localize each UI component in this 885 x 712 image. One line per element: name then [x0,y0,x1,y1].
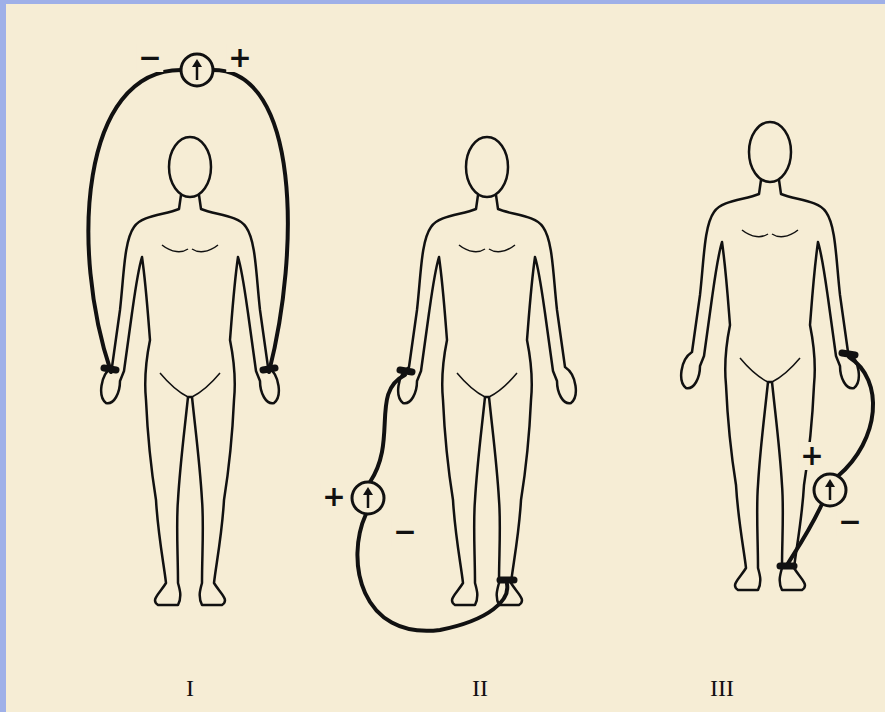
lead-number: I [184,676,196,700]
polarity-sign: − [836,508,863,536]
human-figure [681,122,859,590]
polarity-sign: + [320,483,347,511]
galvanometer [814,474,846,506]
polarity-sign: − [391,518,418,546]
lead-number: II [470,676,490,700]
polarity-sign: + [798,442,825,470]
human-figure [101,137,279,605]
polarity-sign: − [136,44,163,72]
lead-number: III [708,676,736,700]
polarity-sign: + [226,44,253,72]
human-figure [398,137,576,605]
electrode [104,353,855,580]
lead-wire [88,70,873,631]
galvanometer [181,54,213,86]
galvanometer [352,482,384,514]
